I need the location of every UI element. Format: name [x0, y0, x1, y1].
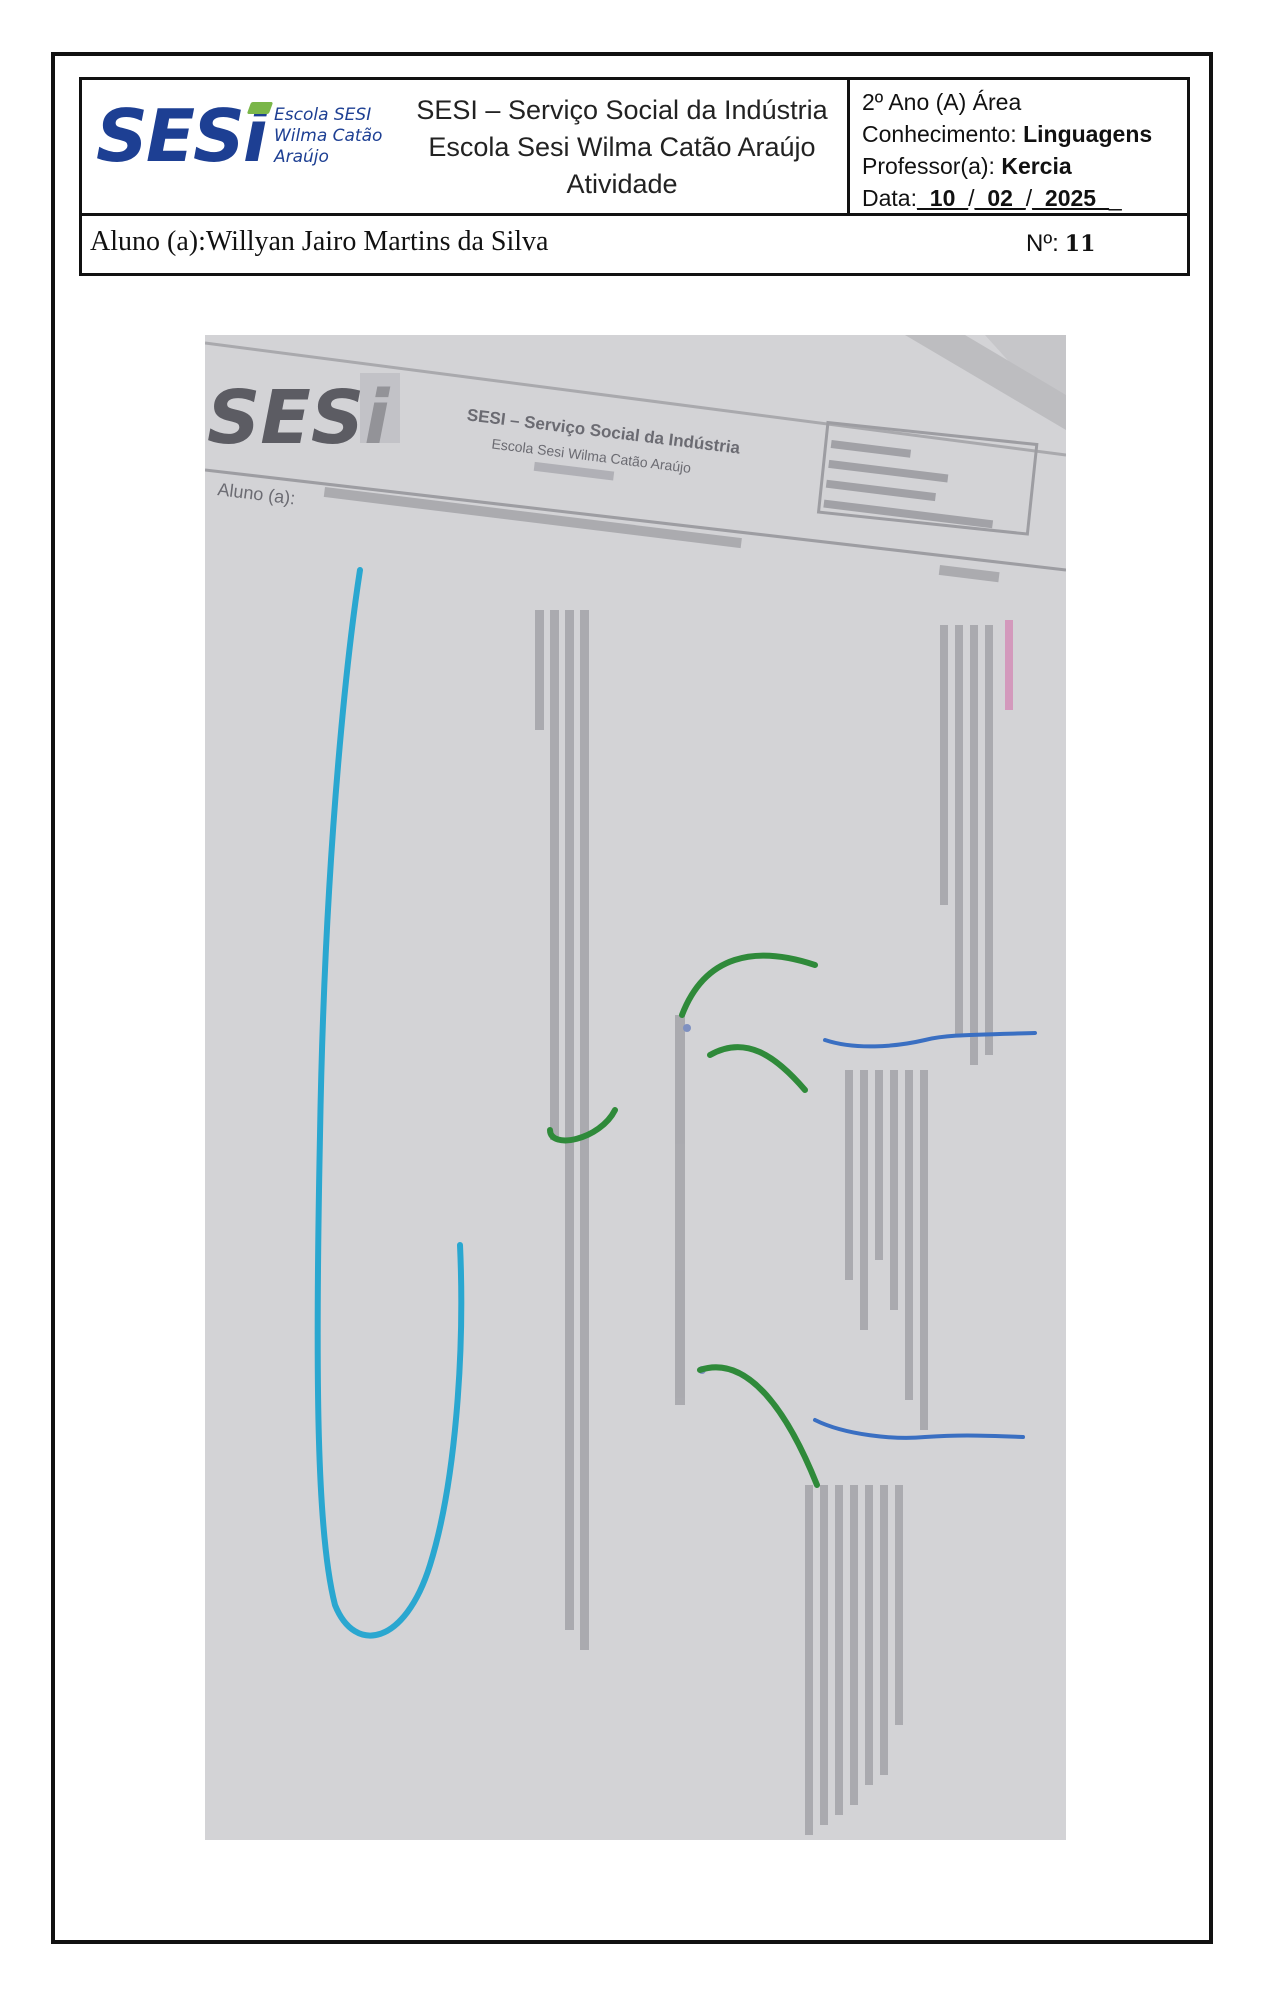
- paper-edge-line: [205, 341, 1066, 457]
- document-type: Atividade: [566, 169, 678, 199]
- number-field: Nº:11: [1026, 230, 1095, 258]
- photo-right-column-bottom: [805, 1485, 903, 1835]
- photo-aluno-rule: [205, 468, 1066, 572]
- institution-block: SESI – Serviço Social da Indústria Escol…: [407, 92, 837, 203]
- number-value: 11: [1064, 231, 1096, 257]
- photo-info-line: [830, 440, 912, 458]
- handwriting-line: [865, 1485, 873, 1785]
- handwriting-line: [845, 1070, 853, 1280]
- photo-left-column: [535, 610, 589, 1650]
- handwriting-line: [535, 610, 544, 730]
- teacher-line: Professor(a): Kercia: [862, 150, 1187, 182]
- handwriting-line: [565, 610, 574, 1630]
- logo-accent-mark: [246, 102, 274, 114]
- photo-info-line: [828, 459, 949, 483]
- photo-info-box: [816, 420, 1039, 536]
- student-label: Aluno (a):: [90, 226, 206, 257]
- teacher-value: Kercia: [1001, 153, 1072, 179]
- handwriting-line: [880, 1485, 888, 1775]
- handwriting-line: [835, 1485, 843, 1815]
- green-connector-top: [679, 952, 818, 1018]
- handwriting-line: [985, 625, 993, 1055]
- activity-photo: SESi SESI – Serviço Social da Indústria …: [205, 335, 1066, 1840]
- handwriting-line: [875, 1070, 883, 1260]
- date-month: _02_: [974, 185, 1026, 211]
- photo-header-line3: [533, 461, 615, 481]
- date-year: _2025_: [1032, 185, 1109, 211]
- logo-wordmark: SESi: [96, 94, 268, 178]
- knowledge-label: Conhecimento:: [862, 121, 1017, 147]
- cyan-enclosing-bracket: [314, 567, 465, 1639]
- photo-logo-sub-blur: [360, 373, 400, 443]
- photo-right-column-middle: [845, 1070, 928, 1430]
- green-connector-upper: [707, 1044, 808, 1093]
- photo-student-name-blur: [323, 487, 742, 549]
- institution-name: SESI – Serviço Social da Indústria: [416, 95, 828, 125]
- handwriting-line: [895, 1485, 903, 1725]
- handwriting-line: [850, 1485, 858, 1805]
- pink-mark: [1005, 620, 1013, 710]
- handwriting-line: [970, 625, 978, 1065]
- bullet-dot: [683, 1024, 691, 1032]
- photo-info-lines: [823, 440, 994, 529]
- student-row: Aluno (a):Willyan Jairo Martins da Silva…: [82, 216, 1187, 273]
- date-day: _10_: [916, 185, 969, 211]
- logo-school-name: Escola SESI Wilma Catão Araújo: [274, 105, 383, 167]
- photo-info-line: [823, 499, 994, 529]
- photo-right-column-top: [940, 625, 993, 1065]
- sesi-logo: SESi Escola SESI Wilma Catão Araújo: [96, 100, 386, 195]
- blue-brace-lower: [813, 1418, 1025, 1440]
- knowledge-value: Linguagens: [1023, 121, 1153, 147]
- handwriting-line: [890, 1070, 898, 1310]
- photo-info-line: [825, 479, 936, 502]
- date-line: Data:_10_/_02_/_2025__: [862, 185, 1122, 211]
- student-field: Aluno (a):Willyan Jairo Martins da Silva: [90, 226, 548, 258]
- handwriting-line: [905, 1070, 913, 1400]
- handwriting-line: [920, 1070, 928, 1430]
- class-info-block: 2º Ano (A) Área Conhecimento: Linguagens…: [862, 86, 1187, 214]
- photo-number-blur: [938, 565, 1000, 583]
- header-top-row: SESi Escola SESI Wilma Catão Araújo SESI…: [82, 80, 1187, 216]
- handwriting-line: [955, 625, 963, 1035]
- knowledge-line: Conhecimento: Linguagens: [862, 118, 1187, 150]
- handwriting-line: [805, 1485, 813, 1835]
- school-name: Escola Sesi Wilma Catão Araújo: [428, 132, 816, 162]
- header-table: SESi Escola SESI Wilma Catão Araújo SESI…: [79, 77, 1190, 276]
- grade-area: 2º Ano (A) Área: [862, 89, 1022, 115]
- green-connector-middle: [547, 1107, 618, 1144]
- handwriting-line: [860, 1070, 868, 1330]
- teacher-label: Professor(a):: [862, 153, 995, 179]
- paper-fold-shadow: [765, 335, 1066, 430]
- paper-sheet: [205, 335, 1066, 1840]
- handwriting-line: [550, 610, 559, 1140]
- handwriting-line: [820, 1485, 828, 1825]
- handwriting-line: [675, 1015, 685, 1405]
- date-trail: _: [1108, 185, 1122, 211]
- green-connector-bottom: [697, 1364, 820, 1488]
- page-border: [51, 52, 1213, 1944]
- handwriting-line: [580, 610, 589, 1650]
- student-name: Willyan Jairo Martins da Silva: [205, 226, 549, 257]
- photo-canvas: SESi SESI – Serviço Social da Indústria …: [205, 335, 1066, 1840]
- number-label: Nº:: [1026, 230, 1059, 257]
- handwriting-line: [940, 625, 948, 905]
- blue-brace-upper: [823, 1031, 1037, 1049]
- date-label: Data:: [862, 185, 917, 211]
- header-divider: [847, 80, 850, 213]
